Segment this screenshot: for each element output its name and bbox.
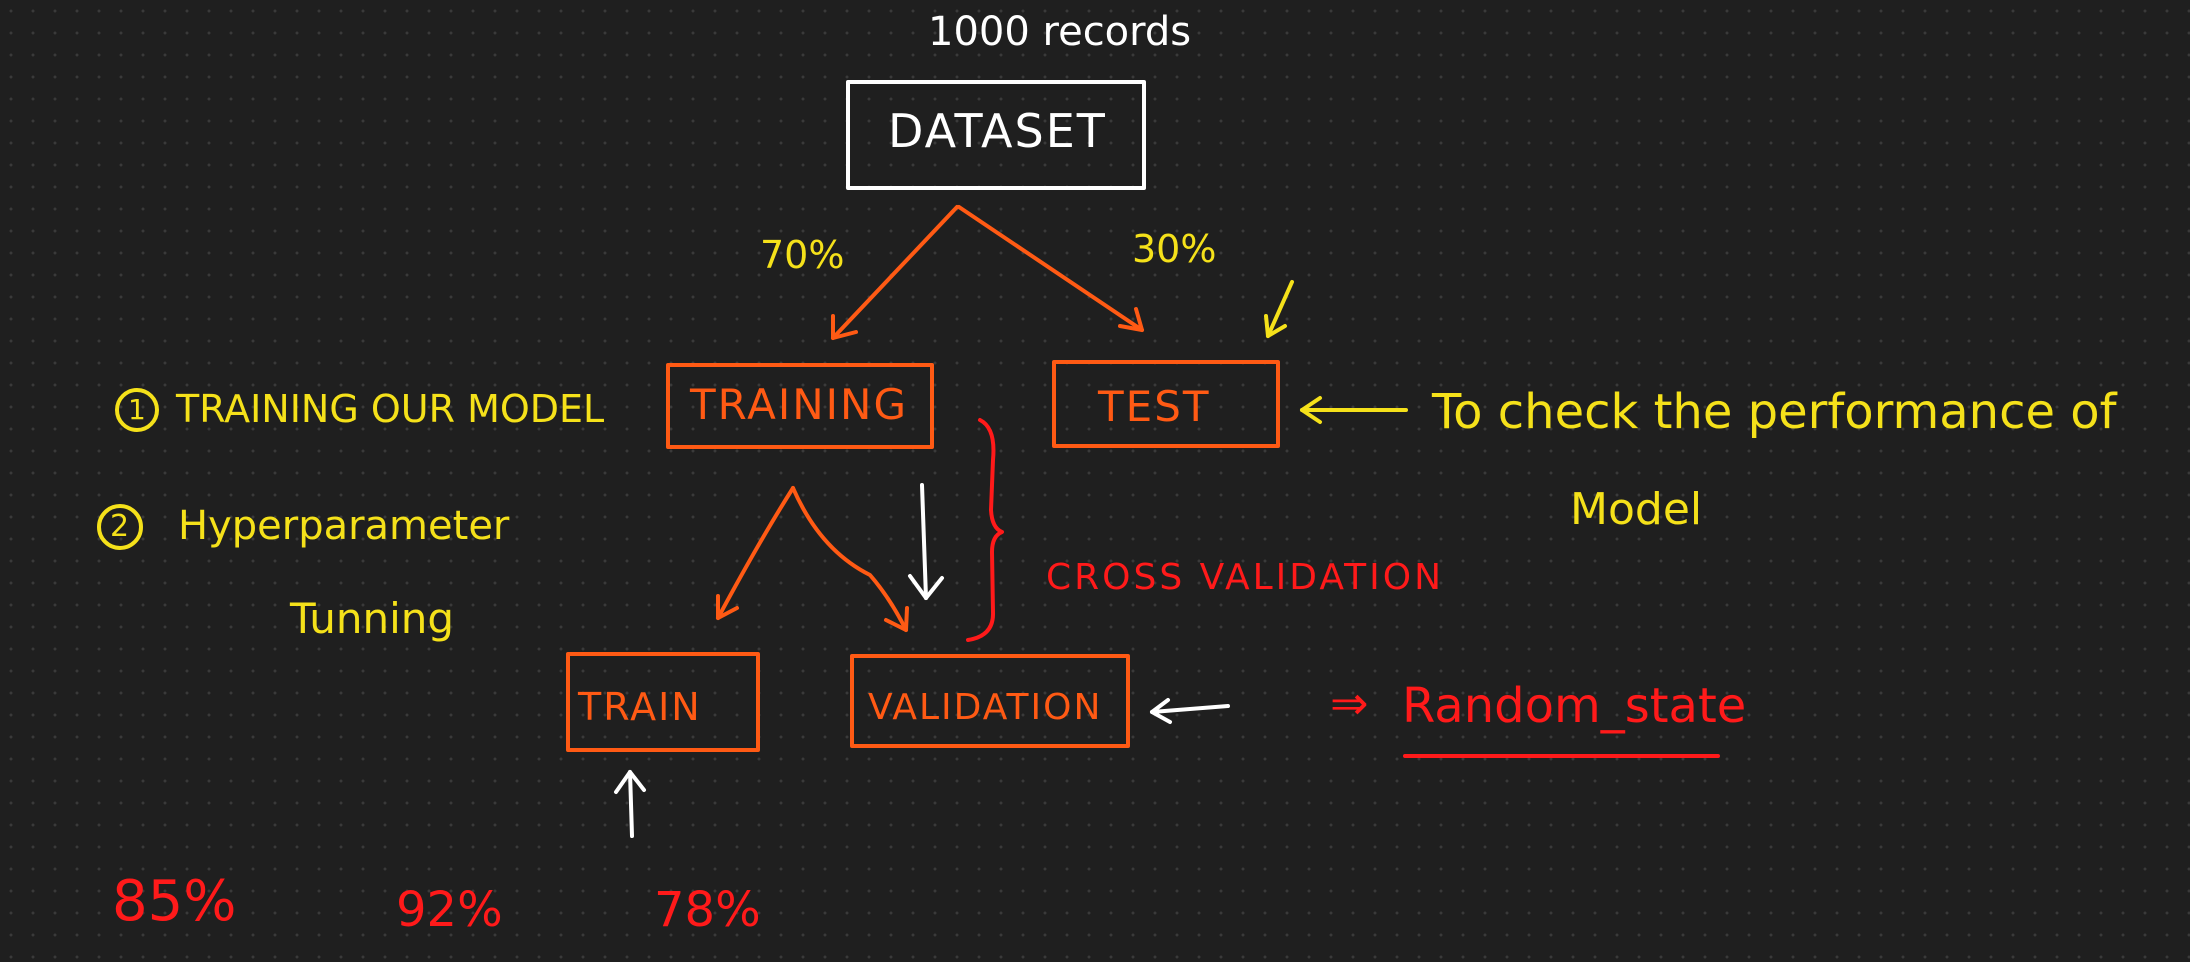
- training-label: TRAINING: [690, 380, 909, 429]
- item1-text: TRAINING OUR MODEL: [176, 387, 605, 431]
- test-note-line1: To check the performance of: [1432, 384, 2117, 440]
- split-left-label: 70%: [760, 233, 845, 277]
- dataset-box: [846, 80, 1146, 190]
- arrow-down-left-icon: [1264, 280, 1294, 338]
- arrow-down-icon: [908, 483, 944, 600]
- test-box: [1052, 360, 1280, 448]
- item2-circle: [97, 504, 143, 550]
- cross-validation-label: CROSS VALIDATION: [1046, 557, 1445, 598]
- curly-brace-icon: [966, 418, 1004, 642]
- item2-line2: Tunning: [290, 594, 455, 643]
- arrow-up-icon: [614, 770, 646, 838]
- test-label: TEST: [1098, 382, 1211, 431]
- arrow-down-left-icon: [716, 486, 795, 620]
- test-note-line2: Model: [1570, 484, 1703, 535]
- split-right-label: 30%: [1132, 227, 1217, 271]
- item2-number: 2: [110, 509, 130, 544]
- item1-circle: [115, 388, 159, 432]
- validation-box: [850, 654, 1130, 748]
- arrow-down-right-icon: [791, 486, 909, 632]
- random-state-label: Random_state: [1402, 678, 1747, 734]
- arrow-left-icon: [1150, 698, 1230, 724]
- item1-number: 1: [128, 393, 146, 426]
- records-label: 1000 records: [928, 9, 1192, 55]
- validation-label: VALIDATION: [868, 687, 1103, 728]
- score-3: 78%: [654, 882, 761, 938]
- arrow-to-training-icon: [831, 205, 959, 340]
- item2-line1: Hyperparameter: [178, 503, 510, 549]
- arrow-to-test-icon: [957, 205, 1144, 332]
- dataset-label: DATASET: [888, 104, 1107, 158]
- train-box: [566, 652, 760, 752]
- arrow-left-icon: [1300, 396, 1408, 424]
- random-state-arrow: ⇒: [1330, 676, 1369, 730]
- training-box: [666, 363, 934, 449]
- score-2: 92%: [396, 882, 503, 938]
- score-1: 85%: [112, 869, 237, 934]
- train-label: TRAIN: [578, 685, 702, 729]
